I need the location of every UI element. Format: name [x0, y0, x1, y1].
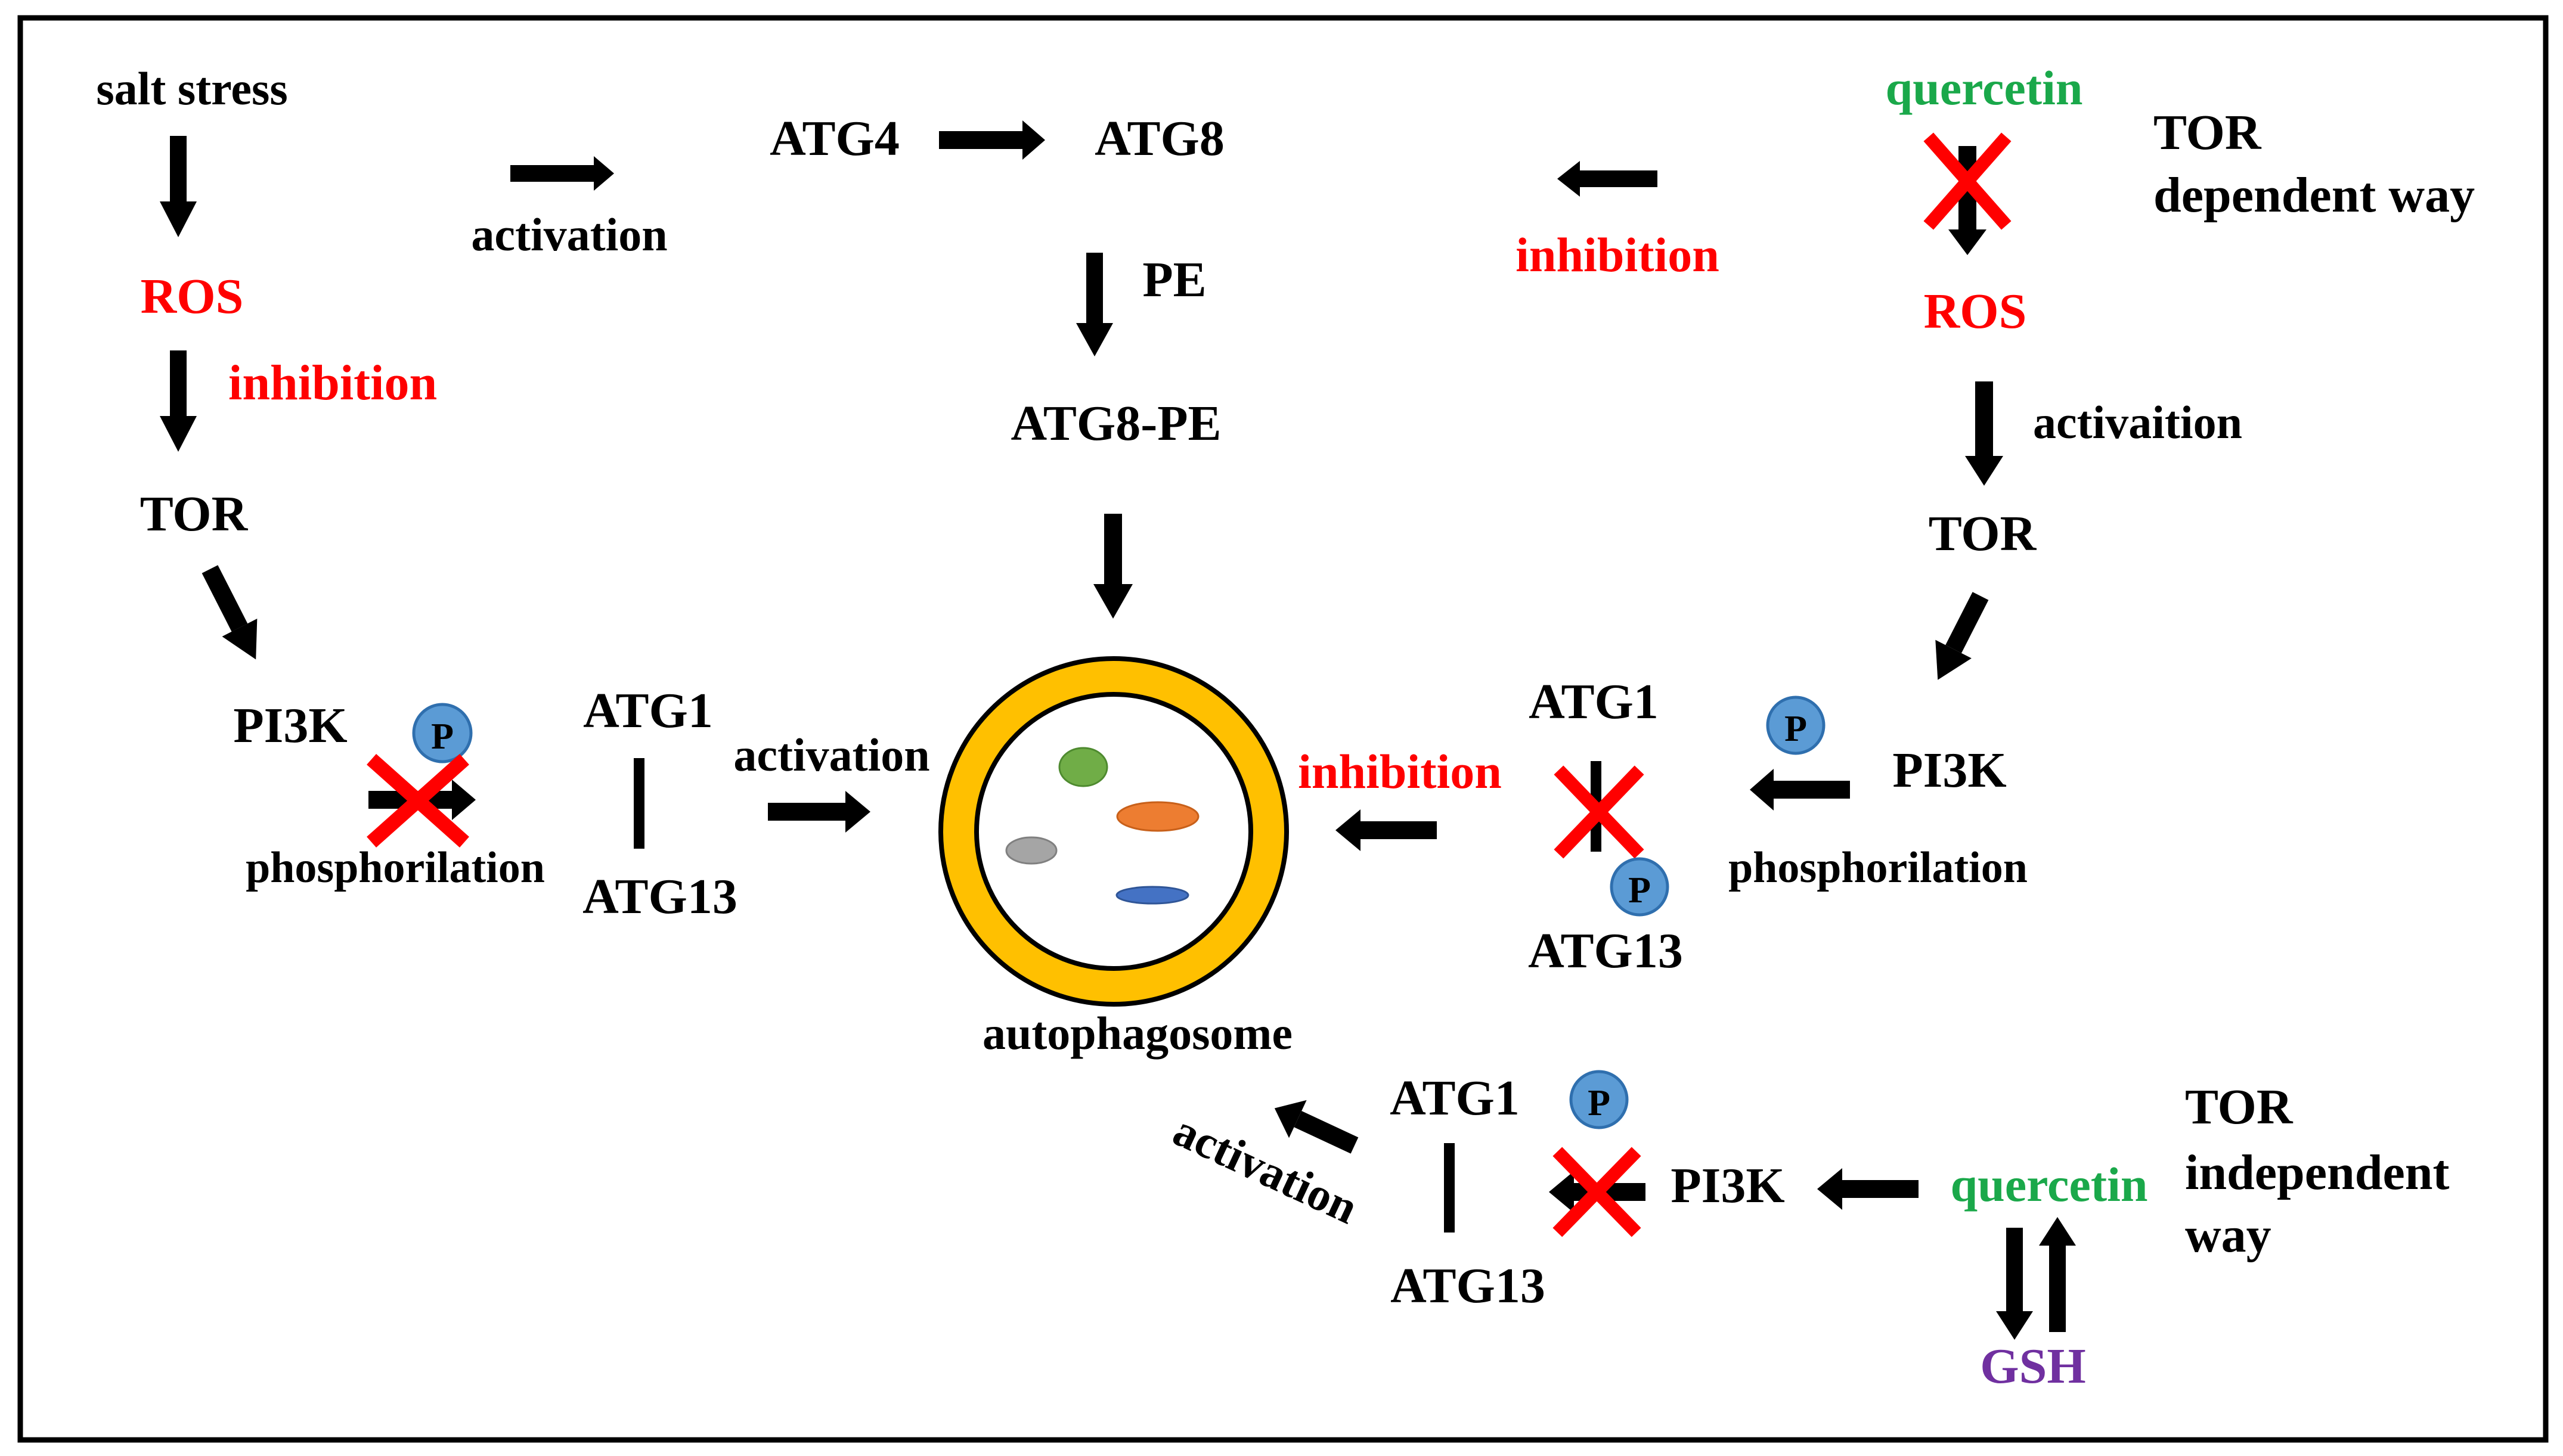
arrow-quercetin-to-gsh [1996, 1228, 2033, 1340]
left-atg1-label: ATG1 [583, 683, 713, 738]
cargo-blue [1115, 886, 1189, 905]
arrow-tor-to-pi3k-right [1935, 592, 1989, 680]
right-block-x-icon [1554, 765, 1644, 859]
bottom-quercetin-label: quercetin [1950, 1157, 2147, 1212]
right-activaition-label: activaition [2033, 396, 2242, 448]
cargo-green [1058, 747, 1108, 787]
diagram-frame [17, 15, 2549, 1443]
arrow-ros-to-tor [160, 350, 197, 452]
left-phospho-badge: P [412, 703, 473, 763]
bottom-block-x-icon [1552, 1147, 1641, 1237]
arrow-atg-complex-to-autophagosome-left [768, 791, 870, 833]
salt-stress-label: salt stress [96, 63, 287, 114]
left-atg13-label: ATG13 [582, 869, 737, 924]
tor-independent-line2: independent [2185, 1145, 2449, 1200]
left-phosphorilation-label: phosphorilation [246, 843, 545, 892]
cargo-orange [1116, 801, 1200, 832]
arrow-quercetin-to-pi3k-bottom [1817, 1168, 1919, 1210]
top-activation-label: activation [471, 209, 667, 260]
bottom-pi3k-label: PI3K [1671, 1158, 1784, 1213]
left-inhibition-label: inhibition [228, 355, 437, 411]
tor-dependent-line2: dependent way [2153, 167, 2475, 223]
svg-text:P: P [1784, 709, 1807, 749]
arrow-atg4-to-atg8 [939, 120, 1045, 160]
left-ros-label: ROS [141, 269, 244, 324]
cargo-gray [1005, 836, 1058, 865]
bottom-atg-complex-bar [1444, 1143, 1455, 1233]
arrow-atg-complex-to-autophagosome-bottom [1274, 1100, 1359, 1154]
atg8-label: ATG8 [1095, 111, 1225, 166]
tor-dependent-line1: TOR [2153, 105, 2262, 160]
gsh-label: GSH [1980, 1339, 2085, 1394]
arrow-atg8-to-atg8pe [1076, 253, 1113, 356]
right-tor-label: TOR [1929, 506, 2037, 561]
arrow-top-inhibition [1557, 161, 1657, 197]
top-quercetin-label: quercetin [1885, 61, 2082, 115]
tor-independent-line1: TOR [2185, 1079, 2294, 1135]
right-atg13-label: ATG13 [1528, 923, 1683, 979]
top-right-block-x-icon [1923, 132, 2012, 230]
atg4-label: ATG4 [770, 111, 900, 166]
atg8pe-label: ATG8-PE [1011, 396, 1221, 451]
bottom-atg1-label: ATG1 [1390, 1070, 1520, 1126]
autophagosome [938, 656, 1289, 1007]
right-phospho-badge-top: P [1766, 696, 1826, 755]
svg-text:P: P [1628, 870, 1651, 911]
arrow-atg8pe-to-autophagosome [1093, 514, 1133, 619]
right-ros-label: ROS [1924, 284, 2027, 339]
left-tor-label: TOR [140, 486, 249, 542]
bottom-atg13-label: ATG13 [1390, 1258, 1545, 1314]
pe-label: PE [1142, 252, 1206, 308]
svg-text:P: P [431, 716, 454, 757]
right-phospho-badge-bottom: P [1610, 857, 1669, 917]
arrow-pi3k-to-atg1-right [1750, 769, 1850, 811]
svg-text:P: P [1588, 1083, 1610, 1123]
top-inhibition-label: inhibition [1516, 228, 1719, 282]
arrow-salt-to-ros [160, 136, 197, 237]
left-block-x-icon [367, 754, 469, 847]
right-atg1-label: ATG1 [1529, 674, 1659, 729]
arrow-gsh-to-quercetin [2039, 1217, 2076, 1332]
right-phosphorilation-label: phosphorilation [1728, 843, 2028, 892]
left-pi3k-label: PI3K [233, 698, 347, 753]
tor-independent-line3: way [2185, 1207, 2271, 1263]
left-activation-label: activation [733, 729, 929, 781]
autophagosome-label: autophagosome [983, 1007, 1293, 1059]
right-pi3k-label: PI3K [1892, 743, 2006, 798]
arrow-ros-to-tor-right [1965, 381, 2003, 486]
right-inhibition-label: inhibition [1298, 744, 1502, 799]
arrow-tor-to-pi3k [202, 565, 258, 660]
left-atg-complex-bar [634, 758, 644, 849]
bottom-phospho-badge: P [1569, 1070, 1629, 1129]
arrow-top-activation [510, 156, 614, 191]
arrow-inhibition-to-autophagosome [1335, 809, 1437, 851]
